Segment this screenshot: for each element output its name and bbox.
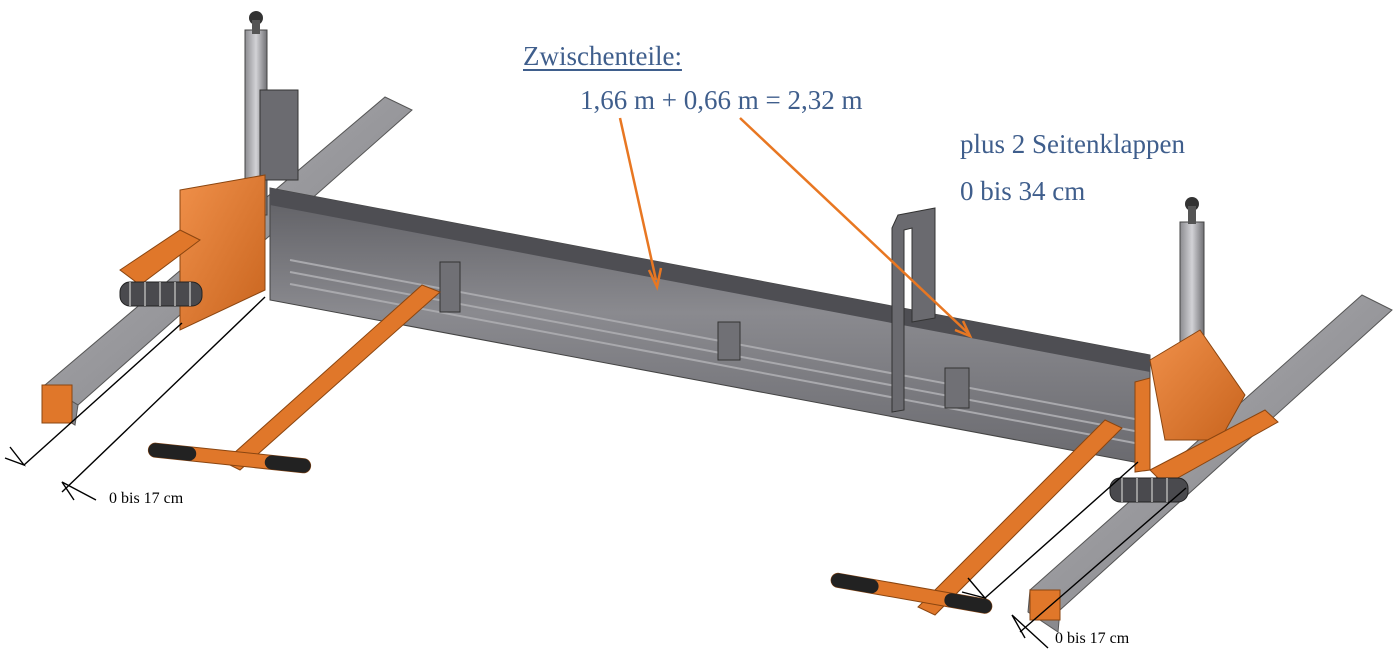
side-flaps-label: plus 2 Seitenklappen	[960, 129, 1185, 159]
right-dimension-label: 0 bis 17 cm	[1055, 630, 1130, 647]
left-push-handle	[147, 284, 441, 474]
annotation-arrows	[618, 117, 973, 339]
right-push-handle	[830, 419, 1123, 616]
left-dimension-lines	[4, 296, 266, 501]
intermediate-parts-title: Zwischenteile:	[523, 41, 682, 71]
left-clamp-assembly	[41, 11, 299, 424]
divider-frame	[891, 207, 936, 413]
main-beam	[269, 187, 1151, 466]
right-dimension-lines	[961, 461, 1187, 649]
right-clamp-assembly	[1029, 197, 1279, 621]
intermediate-parts-formula: 1,66 m + 0,66 m = 2,32 m	[580, 85, 863, 115]
beam-brackets	[439, 261, 970, 409]
side-flaps-range: 0 bis 34 cm	[960, 176, 1086, 206]
left-dimension-label: 0 bis 17 cm	[109, 490, 184, 507]
